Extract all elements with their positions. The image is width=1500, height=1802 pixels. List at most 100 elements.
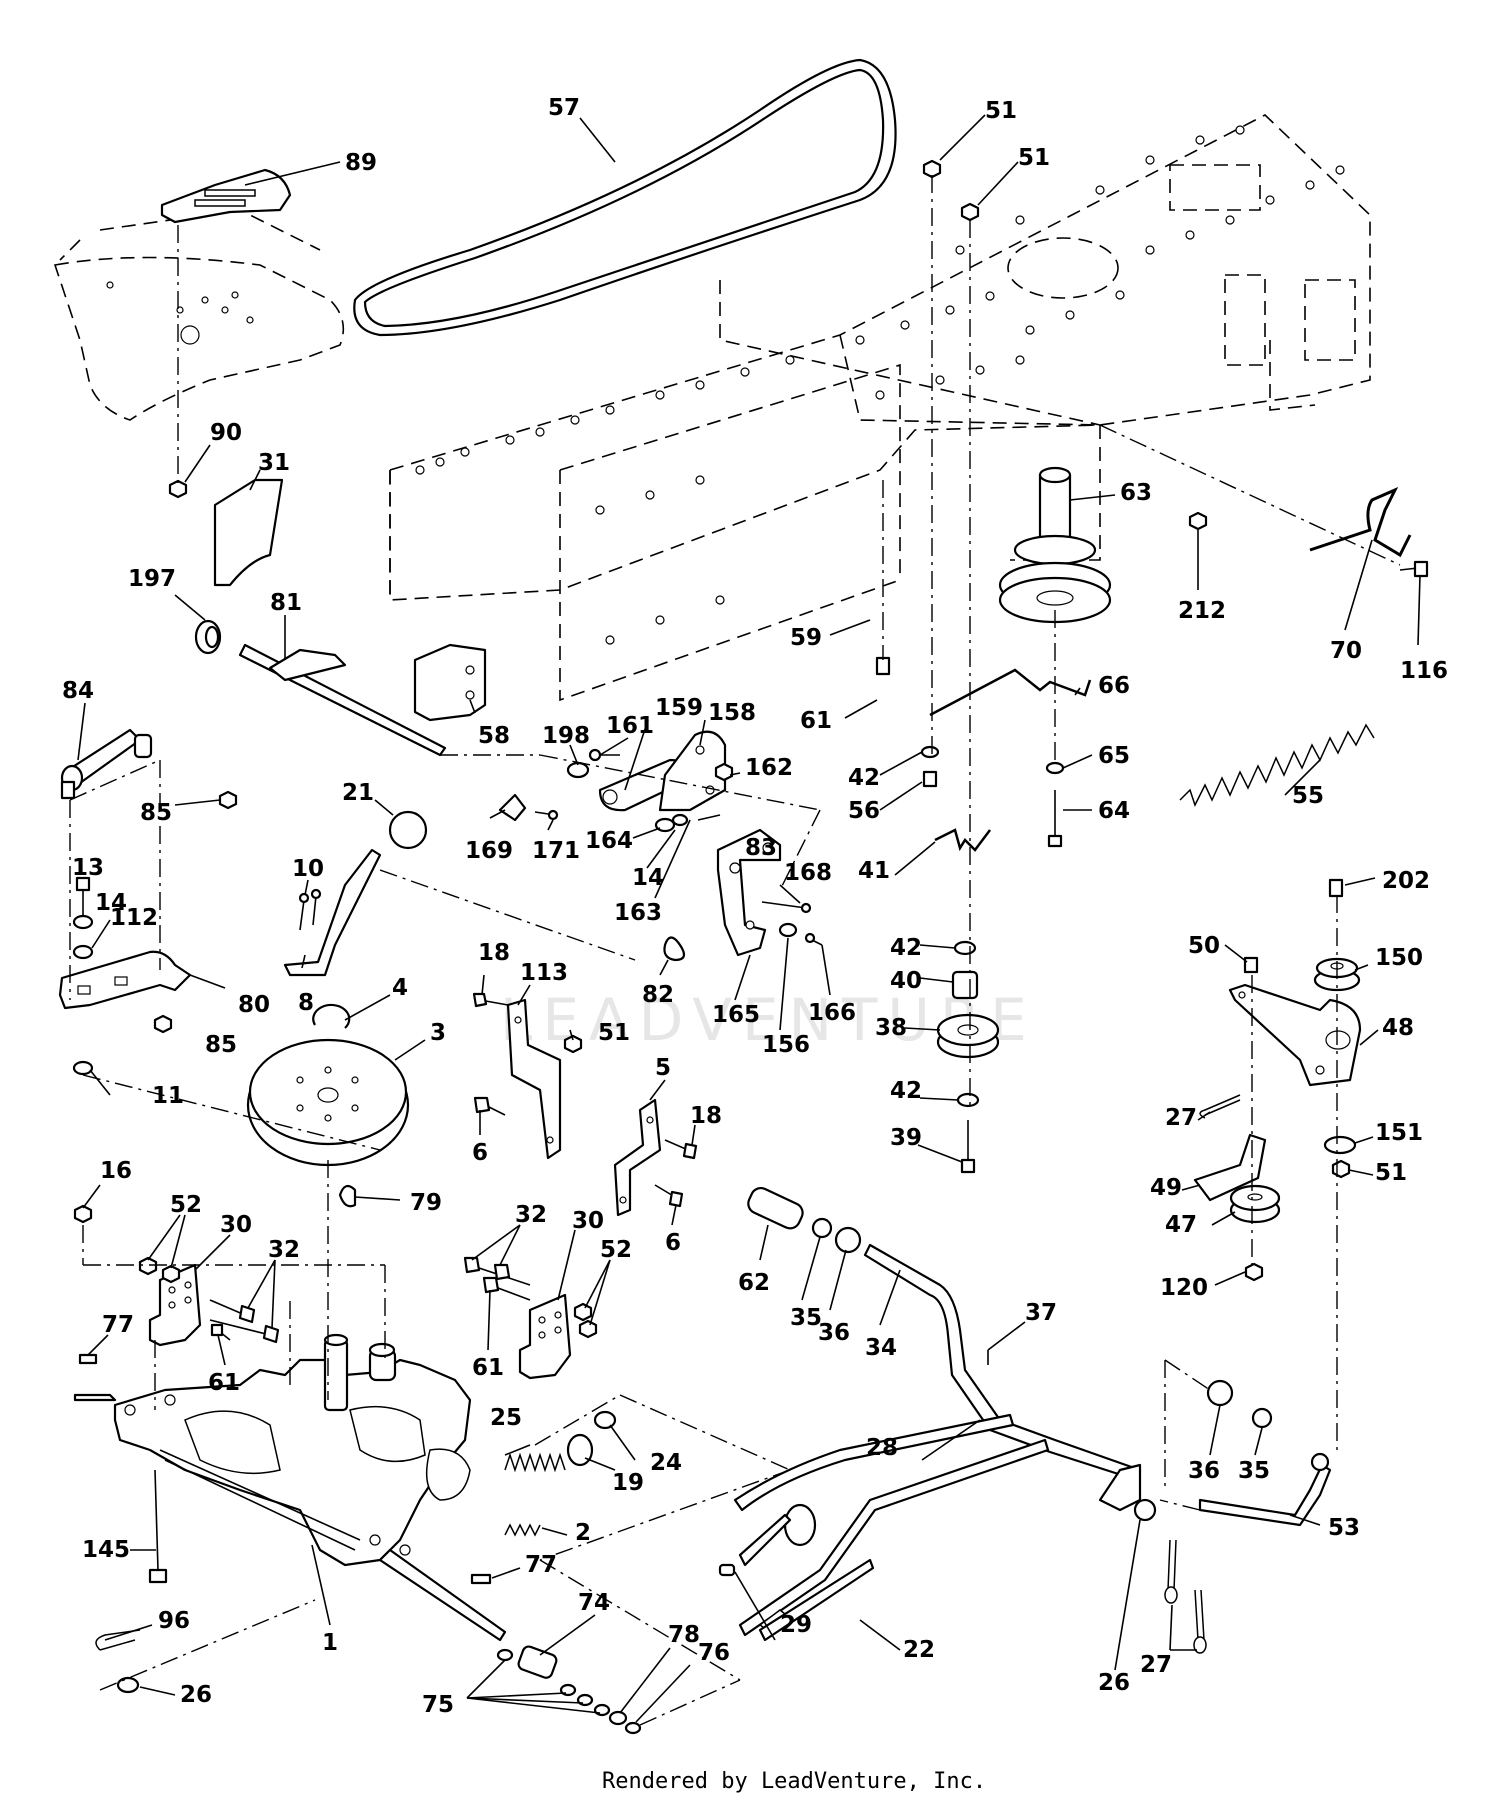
callout-82: 82 — [642, 982, 674, 1008]
callout-85b: 85 — [205, 1032, 237, 1058]
callout-61b: 61 — [472, 1355, 504, 1381]
callout-37: 37 — [1025, 1300, 1057, 1326]
arm-48 — [1228, 983, 1362, 1087]
callout-13: 13 — [72, 855, 104, 881]
callout-32a: 32 — [268, 1237, 300, 1263]
nut-24 — [593, 1410, 617, 1430]
callout-6a: 6 — [472, 1140, 488, 1166]
spacer-19 — [566, 1433, 594, 1467]
callout-24: 24 — [650, 1450, 682, 1476]
snap-ring-4 — [312, 1003, 351, 1029]
nut-51b — [960, 202, 980, 222]
callout-166: 166 — [808, 1000, 856, 1026]
spacer-40 — [951, 970, 979, 1000]
spring-2 — [504, 1523, 541, 1537]
callout-81: 81 — [270, 590, 302, 616]
callout-41: 41 — [858, 858, 890, 884]
pulley-47 — [1229, 1184, 1281, 1224]
spring-82 — [663, 936, 686, 962]
washer-35b — [1251, 1407, 1273, 1429]
callout-42c: 42 — [890, 1078, 922, 1104]
washer-14a — [671, 813, 689, 827]
spacer-62 — [747, 1186, 804, 1230]
callout-42b: 42 — [890, 935, 922, 961]
callout-14a: 14 — [632, 865, 664, 891]
washer-112 — [72, 944, 94, 960]
callouts: 57 89 51 51 90 31 197 81 58 84 85 21 10 … — [62, 95, 1448, 1718]
callout-66: 66 — [1098, 673, 1130, 699]
callout-58: 58 — [478, 723, 510, 749]
callout-159: 159 — [655, 695, 703, 721]
bracket-113 — [506, 998, 562, 1160]
knob-21 — [388, 810, 428, 850]
callout-51c: 51 — [598, 1020, 630, 1046]
callout-116: 116 — [1400, 658, 1448, 684]
callout-1: 1 — [322, 1630, 338, 1656]
callout-150: 150 — [1375, 945, 1423, 971]
callout-25: 25 — [490, 1405, 522, 1431]
washer-164 — [654, 817, 676, 833]
assembly-lines — [69, 175, 1401, 1726]
callout-164: 164 — [585, 828, 633, 854]
bracket-assembly-158 — [566, 730, 734, 812]
callout-14b: 14 — [95, 890, 127, 916]
hairpin-96 — [95, 1629, 141, 1651]
pulley-63 — [998, 466, 1112, 624]
nut-51a — [922, 159, 942, 179]
nut-51c — [563, 1034, 583, 1054]
wire-41 — [934, 828, 991, 852]
callout-197: 197 — [128, 566, 176, 592]
callout-21: 21 — [342, 780, 374, 806]
idler-pulley-38 — [936, 1013, 1000, 1059]
callout-61c: 61 — [800, 708, 832, 734]
nut-212 — [1188, 511, 1208, 531]
plate-165 — [716, 828, 782, 957]
shift-lever-8 — [283, 848, 382, 977]
callout-52a: 52 — [170, 1192, 202, 1218]
callout-31: 31 — [258, 450, 290, 476]
callout-76: 76 — [698, 1640, 730, 1666]
frame-holes — [415, 125, 1345, 645]
bolt-168 — [761, 901, 807, 909]
callout-112: 112 — [110, 905, 158, 931]
nut-85b — [153, 1014, 173, 1034]
callout-51b: 51 — [1018, 145, 1050, 171]
callout-56: 56 — [848, 798, 880, 824]
washer-75d — [593, 1703, 611, 1717]
clip-169 — [498, 793, 527, 822]
key-77a — [78, 1353, 98, 1365]
callout-48: 48 — [1382, 1015, 1414, 1041]
callout-57: 57 — [548, 95, 580, 121]
key-77b — [470, 1573, 492, 1585]
bolt-145 — [154, 1469, 159, 1571]
callout-42a: 42 — [848, 765, 880, 791]
callout-51d: 51 — [1375, 1160, 1407, 1186]
spring-25 — [504, 1452, 566, 1473]
callout-10: 10 — [292, 856, 324, 882]
callout-158: 158 — [708, 700, 756, 726]
callout-163: 163 — [614, 900, 662, 926]
callout-51a: 51 — [985, 98, 1017, 124]
rod-28 — [733, 1413, 1015, 1512]
callout-165: 165 — [712, 1002, 760, 1028]
callout-32b: 32 — [515, 1202, 547, 1228]
callout-26a: 26 — [180, 1682, 212, 1708]
callout-80: 80 — [238, 992, 270, 1018]
callout-64: 64 — [1098, 798, 1130, 824]
nut-90 — [168, 479, 188, 499]
footer-credit: Rendered by LeadVenture, Inc. — [602, 1769, 986, 1794]
callout-50: 50 — [1188, 933, 1220, 959]
nut-120 — [1244, 1262, 1264, 1282]
callout-39: 39 — [890, 1125, 922, 1151]
callout-90: 90 — [210, 420, 242, 446]
callout-79: 79 — [410, 1190, 442, 1216]
bracket-30a — [148, 1263, 202, 1347]
callout-171: 171 — [532, 838, 580, 864]
transaxle-1 — [73, 1333, 507, 1642]
callout-28: 28 — [866, 1435, 898, 1461]
bolt-56 — [922, 770, 938, 788]
callout-19: 19 — [612, 1470, 644, 1496]
callout-75: 75 — [422, 1692, 454, 1718]
callout-62: 62 — [738, 1270, 770, 1296]
callout-52b: 52 — [600, 1237, 632, 1263]
